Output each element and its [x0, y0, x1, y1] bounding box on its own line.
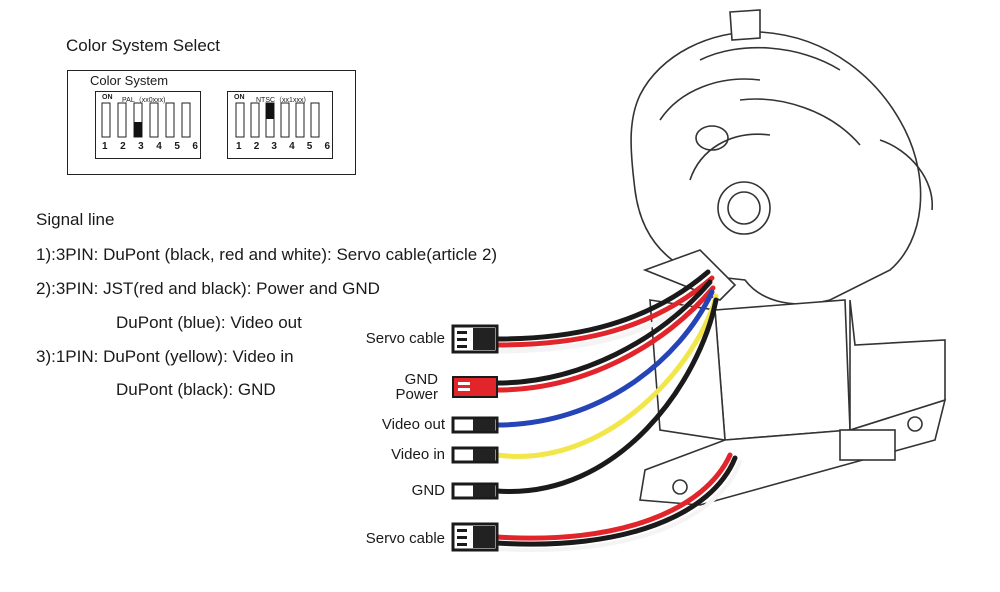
- video-in-connector: [451, 446, 499, 464]
- jst-power-connector: [452, 376, 498, 398]
- power-label: Power: [395, 386, 438, 403]
- pal-switch-number: 3: [138, 141, 144, 152]
- pal-mode-label: PAL（xx0xxx): [122, 97, 166, 104]
- signal-line-4: 3):1PIN: DuPont (yellow): Video in: [36, 347, 294, 366]
- signal-line-heading: Signal line: [36, 210, 115, 229]
- servo-cable-label-bottom: Servo cable: [365, 530, 445, 547]
- ntsc-switch-number: 6: [324, 141, 330, 152]
- ntsc-switch-knob-on: [266, 103, 274, 119]
- ntsc-switch-number: 3: [271, 141, 277, 152]
- ntsc-switch-number: 5: [306, 141, 313, 152]
- pal-switch-slots: [101, 102, 191, 138]
- pal-switch-number: 1: [102, 141, 108, 152]
- signal-line-2: 2):3PIN: JST(red and black): Power and G…: [36, 279, 380, 298]
- gnd-label: GND: [411, 482, 445, 499]
- pal-switch-numbers: 1 2 3 4 5 6: [102, 141, 198, 152]
- gnd-connector: [451, 482, 499, 500]
- ntsc-switch-number: 1: [236, 141, 242, 152]
- signal-line-5: DuPont (black): GND: [116, 380, 276, 399]
- ntsc-switch-number: 2: [253, 141, 260, 152]
- pal-dip-switch-panel: ON PAL（xx0xxx) 1 2 3 4 5 6: [95, 91, 201, 159]
- ntsc-mode-label: NTSC（xx1xxx): [256, 97, 306, 104]
- gnd-power-label: GND Power: [340, 372, 438, 402]
- color-system-box: [67, 70, 356, 175]
- ntsc-dip-switch-panel: ON NTSC（xx1xxx) 1 2 3 4 5 6: [227, 91, 333, 159]
- ntsc-on-label: ON: [234, 94, 245, 101]
- signal-line-1: 1):3PIN: DuPont (black, red and white): …: [36, 245, 498, 264]
- color-system-box-title: Color System: [90, 73, 169, 88]
- signal-line-3: DuPont (blue): Video out: [116, 313, 302, 332]
- color-system-heading: Color System Select: [66, 36, 220, 55]
- video-in-label: Video in: [391, 446, 445, 463]
- servo-connector-bottom: [451, 522, 499, 552]
- wires: [494, 269, 742, 553]
- pal-switch-knob-on: [134, 122, 142, 137]
- pal-switch-number: 6: [192, 141, 198, 152]
- ntsc-switch-numbers: 1 2 3 4 5 6: [236, 141, 330, 152]
- ntsc-switch-slots: [235, 102, 320, 138]
- gimbal-camera-outline: [630, 9, 933, 305]
- pal-switch-number: 5: [174, 141, 180, 152]
- video-out-connector: [451, 416, 499, 434]
- pal-switch-number: 2: [120, 141, 126, 152]
- pal-switch-number: 4: [156, 141, 162, 152]
- video-out-label: Video out: [381, 416, 445, 433]
- servo-cable-label-top: Servo cable: [365, 330, 445, 347]
- pal-on-label: ON: [102, 94, 113, 101]
- gnd-label-upper: GND: [404, 371, 438, 388]
- ntsc-switch-number: 4: [289, 141, 295, 152]
- servo-connector-top: [451, 324, 499, 354]
